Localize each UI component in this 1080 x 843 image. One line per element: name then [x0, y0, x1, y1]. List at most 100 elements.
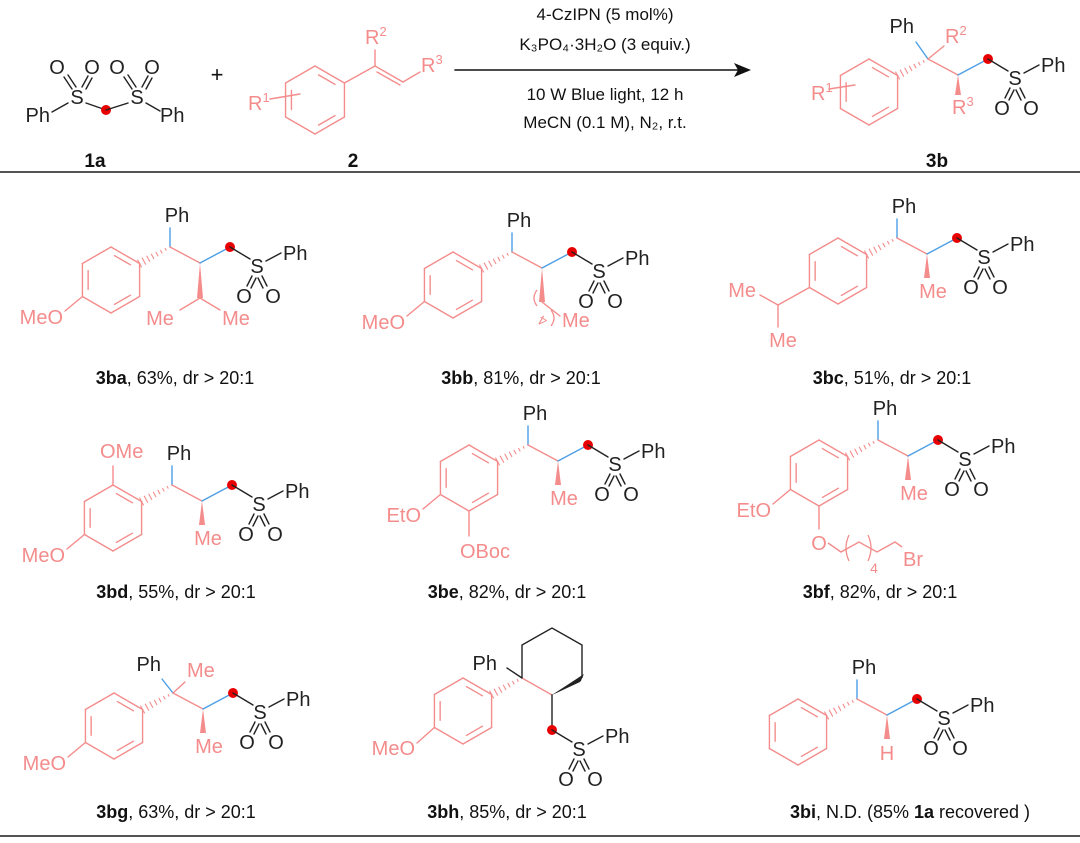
- bond: [160, 249, 163, 254]
- r-index: 2: [379, 24, 386, 39]
- compound-label: 2: [348, 151, 359, 172]
- atom-label: Me: [146, 308, 174, 330]
- atom-label: O: [267, 524, 283, 546]
- benzene-ring: [284, 65, 346, 135]
- compound-id: 3bi: [790, 802, 816, 822]
- bond: [84, 692, 115, 711]
- atom-label: O: [623, 484, 639, 506]
- atom-label: Br: [903, 549, 923, 571]
- bond: [854, 448, 859, 455]
- atom-label: O: [973, 479, 989, 501]
- bond: [452, 251, 483, 270]
- bond: [113, 254, 132, 266]
- bond: [402, 71, 421, 83]
- r-group-label: R2: [945, 23, 967, 48]
- bond: [511, 251, 543, 269]
- bond: [439, 444, 470, 463]
- bond: [873, 246, 878, 253]
- condition-line: MeCN (0.1 M), N₂, r.t.: [523, 113, 686, 132]
- bond: [837, 286, 868, 305]
- product-3b-label: 3b: [926, 151, 948, 172]
- bond: [977, 268, 984, 280]
- atom-label: MeO: [362, 312, 405, 334]
- r-group-label: R1: [811, 80, 833, 105]
- bond: [229, 246, 251, 260]
- bond: [483, 262, 489, 270]
- bond: [927, 45, 945, 60]
- bond: [988, 266, 995, 278]
- bond: [918, 61, 921, 66]
- repeat-count: 4: [535, 312, 550, 330]
- bond: [179, 297, 201, 311]
- atom-label: EtO: [737, 500, 771, 522]
- reagent-1a-label: 1a: [84, 151, 106, 172]
- atom-label: Me: [769, 330, 797, 352]
- bond: [416, 726, 436, 744]
- bond: [512, 680, 515, 685]
- bond: [259, 515, 266, 527]
- bond: [808, 286, 839, 305]
- yield-text: , 51%, dr > 20:1: [844, 368, 972, 388]
- r-letter: R: [811, 83, 825, 105]
- bond: [1015, 89, 1022, 101]
- bond: [116, 740, 135, 752]
- bond: [863, 444, 867, 450]
- atom-label: MeO: [22, 545, 65, 567]
- bond: [110, 295, 141, 314]
- bond: [899, 69, 905, 77]
- bond: [112, 484, 143, 503]
- bond: [1023, 64, 1040, 74]
- benzene-ring: [83, 484, 143, 552]
- bond: [541, 251, 573, 269]
- bond: [83, 484, 114, 503]
- atom-label: Ph: [160, 105, 184, 127]
- atom-label: Ph: [873, 398, 897, 420]
- bond: [110, 246, 141, 265]
- bond: [64, 295, 84, 312]
- bond: [615, 475, 622, 487]
- wedge-bond: [955, 75, 961, 95]
- bond: [260, 723, 267, 735]
- bond: [604, 473, 611, 485]
- benzene-ring: [433, 677, 493, 745]
- bond: [468, 444, 499, 463]
- bond: [150, 253, 155, 260]
- bond: [465, 725, 484, 737]
- hashed-bond: [140, 692, 174, 714]
- bond: [105, 102, 129, 111]
- compound-id: 3be: [428, 582, 459, 602]
- atom-label: Me: [919, 281, 947, 303]
- bond: [63, 76, 73, 90]
- atom-label: Me: [187, 660, 215, 682]
- atom-label: S: [958, 449, 971, 471]
- hashed-bond: [495, 444, 529, 466]
- bond: [164, 247, 167, 251]
- atom-label: O: [992, 277, 1008, 299]
- bond: [507, 682, 511, 688]
- atom-label: Ph: [473, 653, 497, 675]
- bond: [508, 451, 513, 458]
- yield-text: , 63%, dr > 20:1: [127, 368, 255, 388]
- compound-label: 3b: [926, 151, 948, 172]
- bond: [163, 695, 166, 700]
- cyclohexane-ring: [521, 627, 583, 678]
- atom-label: S: [977, 247, 990, 269]
- bond: [161, 678, 174, 694]
- atom-label: Me: [562, 310, 590, 332]
- r-index: 3: [435, 52, 442, 67]
- bond: [148, 493, 153, 500]
- compound-caption: 3bh, 85%, dr > 20:1: [427, 802, 587, 822]
- bond: [250, 277, 257, 289]
- bond: [455, 299, 474, 311]
- bond: [828, 709, 834, 717]
